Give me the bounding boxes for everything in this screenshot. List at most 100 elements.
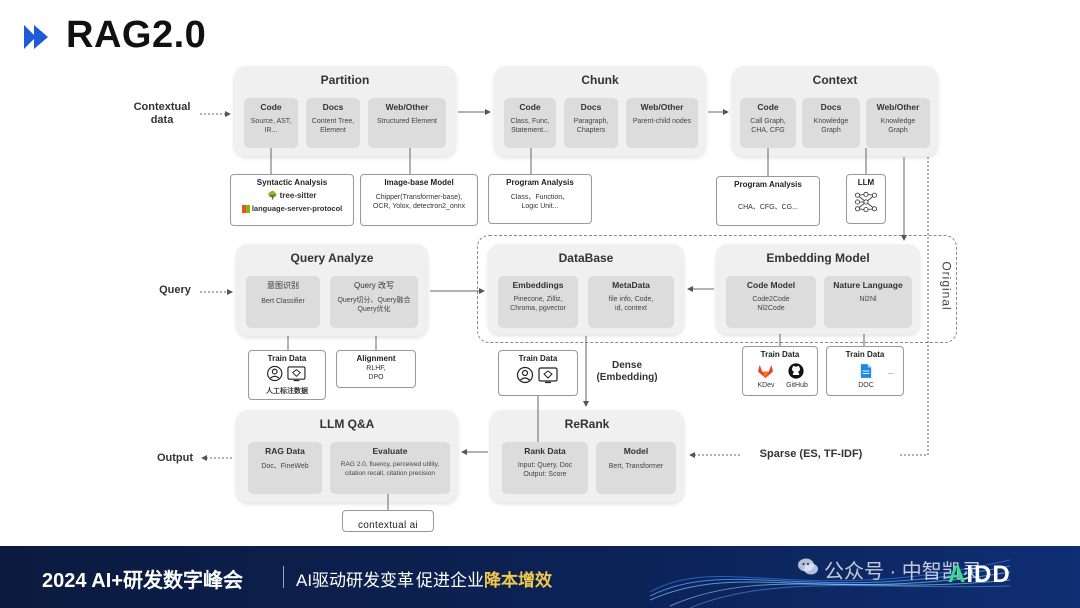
syntactic-analysis-title: Syntactic Analysis <box>256 178 328 187</box>
image-model-box: Image-base Model Chipper(Transformer-bas… <box>360 174 478 226</box>
gitlab-icon <box>758 364 773 379</box>
intent-recognition-desc: Bert Classifier <box>261 298 305 305</box>
llm-qa-title: LLM Q&A <box>319 417 375 431</box>
original-label: Original <box>939 261 954 311</box>
tree-sitter-label: tree-sitter <box>279 191 317 200</box>
chunk-web-title: Web/Other <box>640 102 684 112</box>
train-data-rerank-title: Train Data <box>518 354 558 363</box>
chunk-web-desc: Parent-child nodes <box>632 118 692 125</box>
chunk-code-box: Code Class, Func, Statement... <box>504 98 556 148</box>
nature-language-desc: Nl2Nl <box>859 296 877 303</box>
context-title: Context <box>812 73 858 87</box>
alignment-desc: RLHF, DPO <box>366 365 386 382</box>
evaluate-title: Evaluate <box>372 446 408 456</box>
chunk-code-title: Code <box>519 102 541 112</box>
chunk-docs-box: Docs Paragraph, Chapters <box>564 98 618 148</box>
context-code-title: Code <box>757 102 779 112</box>
rerank-title: ReRank <box>564 417 610 431</box>
embeddings-desc: Pinecone, Zilliz, Chroma, pgvector <box>510 296 566 313</box>
nature-language-box: Nature Language Nl2Nl <box>824 276 912 328</box>
train-data-code-box: Train Data KDev GitHub <box>742 346 818 396</box>
database-panel: DataBase Embeddings Pinecone, Zilliz, Ch… <box>488 244 684 334</box>
program-analysis-box-chunk: Program Analysis Class、Function、 Logic U… <box>488 174 592 224</box>
llm-box: LLM <box>846 174 886 224</box>
output-label: Output <box>156 452 194 464</box>
context-web-desc: Knowledge Graph <box>880 118 916 135</box>
footer-slogan-b: 促进企业降本增效 <box>416 566 552 591</box>
program-analysis-chunk-desc: Class、Function、 Logic Unit... <box>510 194 570 211</box>
train-data-query-title: Train Data <box>267 354 307 363</box>
tree-icon: 🌳 <box>267 191 278 200</box>
partition-docs-box: Docs Content Tree, Element <box>306 98 360 148</box>
lsp-label: language-server-protocol <box>251 203 343 213</box>
image-model-title: Image-base Model <box>384 178 454 187</box>
chunk-docs-desc: Paragraph, Chapters <box>573 118 609 135</box>
query-rewrite-box: Query 改写 Query切分、Query融合 Query优化 <box>330 276 418 328</box>
annotator-icon <box>267 365 306 382</box>
code-model-title: Code Model <box>746 280 796 290</box>
train-data-code-title: Train Data <box>760 350 800 359</box>
footer-logo-b: IDD <box>966 561 1011 588</box>
footer-event-title: 2024 AI+研发数字峰会 <box>42 570 243 592</box>
contextual-ai-box: contextual ai <box>342 510 434 532</box>
footer-slogan-a: AI驱动研发变革 <box>296 571 415 590</box>
kdev-label: KDev <box>757 382 775 389</box>
partition-web-title: Web/Other <box>385 102 429 112</box>
image-model-desc: Chipper(Transformer-base), OCR, Yolox, d… <box>372 194 466 211</box>
train-data-doc-title: Train Data <box>845 350 885 359</box>
alignment-title: Alignment <box>356 354 396 363</box>
chunk-docs-title: Docs <box>580 102 602 112</box>
rerank-model-desc: Bert, Transformer <box>608 463 664 470</box>
manual-annotation-caption: 人工标注数据 <box>266 388 308 395</box>
embeddings-title: Embeddings <box>512 280 564 290</box>
database-title: DataBase <box>558 251 614 265</box>
chunk-title: Chunk <box>581 73 619 87</box>
query-label: Query <box>159 284 191 296</box>
evaluate-box: Evaluate RAG 2.0, fluency, perceived uti… <box>330 442 450 494</box>
wave-graphic <box>650 559 1010 608</box>
partition-code-title: Code <box>260 102 282 112</box>
rerank-panel: ReRank Rank Data Input: Query, Doc Outpu… <box>490 410 684 502</box>
partition-code-desc: Source, AST, IR... <box>250 118 292 135</box>
partition-web-box: Web/Other Structured Element <box>368 98 446 148</box>
partition-title: Partition <box>320 73 370 87</box>
context-web-title: Web/Other <box>876 102 920 112</box>
query-rewrite-title: Query 改写 <box>353 281 394 290</box>
context-web-box: Web/Other Knowledge Graph <box>866 98 930 148</box>
code-model-desc: Code2Code Nl2Code <box>752 296 790 313</box>
context-docs-desc: Knowledge Graph <box>813 118 849 135</box>
title-arrow-icon <box>24 25 48 49</box>
embeddings-box: Embeddings Pinecone, Zilliz, Chroma, pgv… <box>498 276 578 328</box>
embedding-model-title: Embedding Model <box>766 251 870 265</box>
rank-data-title: Rank Data <box>524 446 566 456</box>
llm-title: LLM <box>857 178 875 187</box>
rerank-model-box: Model Bert, Transformer <box>596 442 676 494</box>
train-data-query-box: Train Data 人工标注数据 <box>248 350 326 400</box>
rerank-model-title: Model <box>623 446 649 456</box>
neural-network-icon <box>855 191 877 213</box>
evaluate-desc: RAG 2.0, fluency, perceived utility, cit… <box>340 461 440 477</box>
annotator-icon-rerank <box>516 366 558 384</box>
github-icon <box>788 363 804 379</box>
intent-recognition-box: 意图识别 Bert Classifier <box>246 276 320 328</box>
contextual-ai-logo-text: contextual ai <box>357 520 419 531</box>
github-label: GitHub <box>786 382 808 389</box>
footer-slogan-b-bold: 降本增效 <box>484 571 552 590</box>
partition-web-desc: Structured Element <box>377 118 437 125</box>
chunk-panel: Chunk Code Class, Func, Statement... Doc… <box>494 66 706 156</box>
query-rewrite-desc: Query切分、Query融合 Query优化 <box>337 297 411 314</box>
partition-docs-title: Docs <box>322 102 344 112</box>
lsp-row: language-server-protocol <box>231 204 353 214</box>
context-code-desc: Call Graph, CHA, CFG <box>750 118 786 135</box>
tree-sitter-row: 🌳 tree-sitter <box>231 191 353 202</box>
metadata-box: MetaData file info, Code, id, context <box>588 276 674 328</box>
program-analysis-box-context: Program Analysis CHA、CFG、CG... <box>716 176 820 226</box>
chunk-web-box: Web/Other Parent-child nodes <box>626 98 698 148</box>
train-data-doc-box: Train Data DOC ... <box>826 346 904 396</box>
context-docs-box: Docs Knowledge Graph <box>802 98 860 148</box>
context-docs-title: Docs <box>820 102 842 112</box>
llm-qa-panel: LLM Q&A RAG Data Doc、FineWeb Evaluate RA… <box>236 410 458 502</box>
footer-logo: AIDD <box>948 561 1011 589</box>
document-icon <box>860 364 872 378</box>
chunk-code-desc: Class, Func, Statement... <box>510 118 550 135</box>
